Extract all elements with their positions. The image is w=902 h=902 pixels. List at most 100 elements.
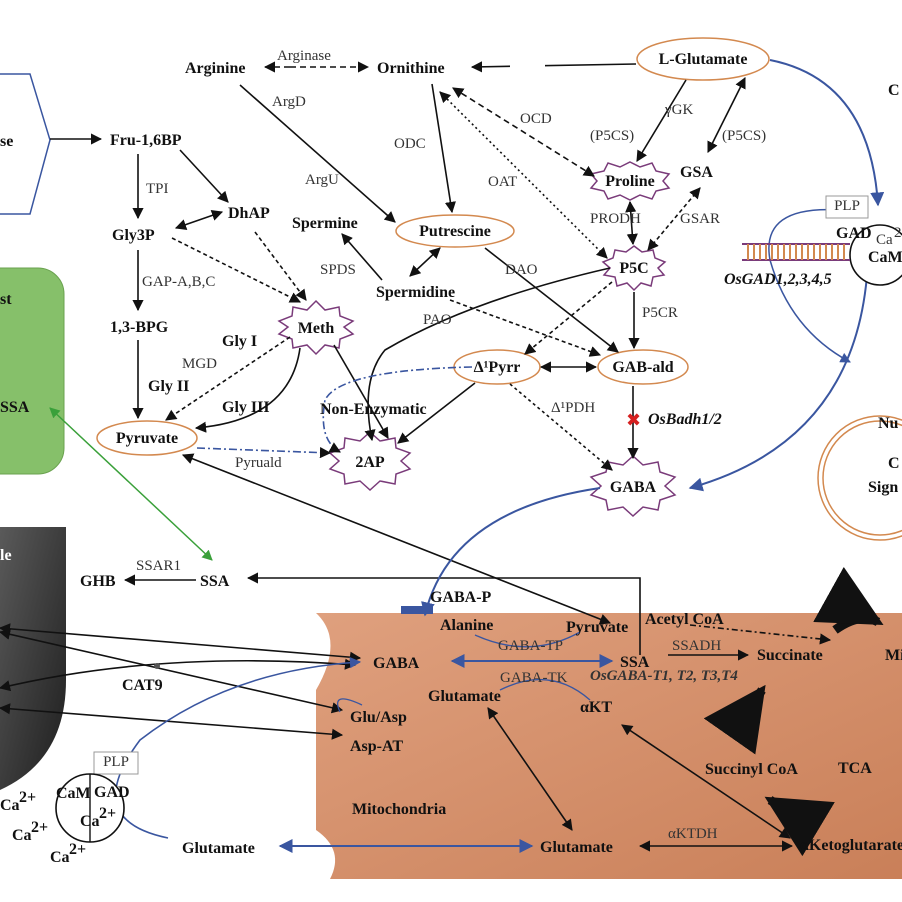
arrow-spermidine-gabald: [449, 299, 602, 357]
nucleus-c: C: [888, 455, 900, 472]
arrow-2ap-loop: [322, 366, 473, 453]
nucleus-sign: Sign: [868, 479, 898, 496]
node-gly3p: Gly3P: [112, 227, 155, 244]
node-bpg: 1,3-BPG: [110, 319, 169, 336]
enz-pyruald: Pyruald: [235, 455, 282, 471]
node-alanine: Alanine: [440, 617, 493, 634]
arrow-gaba-tp: [474, 631, 581, 648]
enz-p5cs-1: (P5CS): [590, 128, 634, 144]
arrow-gly3p-dhap: [174, 210, 224, 230]
node-putrescine: Putrescine: [419, 223, 491, 240]
arrow-spermidine-putrescine: [409, 247, 441, 277]
arrow-glumid-glutamate: [487, 707, 573, 831]
node-gly-ii: Gly II: [148, 378, 189, 395]
dark-region-text: le: [0, 547, 12, 564]
node-pyruvate2: Pyruvate: [566, 619, 628, 636]
arrow-meth-2ap: [333, 344, 389, 439]
arrow-gad-gaba: [688, 259, 869, 492]
arrow-p5c-2ap: [364, 267, 611, 442]
ca-label-4: Ca: [50, 849, 70, 866]
node-l-glutamate: L-Glutamate: [659, 51, 748, 68]
enz-ocd: OCD: [520, 111, 552, 127]
ca-label-3: Ca: [12, 827, 32, 844]
node-akt: αKT: [580, 699, 612, 716]
node-2ap: 2AP: [355, 454, 385, 471]
enz-ssadh: SSADH: [672, 638, 721, 654]
gab-ald-ellipse: [597, 349, 689, 385]
ca-label-2: Ca: [0, 797, 20, 814]
node-mi: Mi: [885, 647, 902, 664]
enz-mgd: MGD: [182, 356, 217, 372]
node-glutamate-left: Glutamate: [182, 840, 255, 857]
node-succinate: Succinate: [757, 647, 823, 664]
arrow-dhap-meth: [254, 231, 307, 301]
arrow-gad-left-gaba: [114, 657, 362, 839]
dna-rungs: [747, 244, 845, 260]
arrow-ssa-green: [49, 407, 213, 561]
tca-arrow-bottom: [764, 796, 835, 857]
enz-oat: OAT: [488, 174, 517, 190]
meth-star: [277, 299, 355, 356]
green-top-text: st: [0, 291, 12, 308]
arrow-ornithine-p5c: [439, 91, 608, 259]
arrow-akt-aketo: [621, 724, 791, 839]
enz-dao: DAO: [505, 262, 538, 278]
node-ghb: GHB: [80, 573, 116, 590]
arrow-putrescine-gabald: [484, 247, 619, 353]
enz-p5cr: P5CR: [642, 305, 678, 321]
nucleus-outer: [817, 415, 902, 541]
arrow-gaba-gabap: [421, 487, 601, 617]
node-pyruvate: Pyruvate: [116, 430, 178, 447]
gad-complex-left: [55, 751, 139, 843]
enz-aktdh: αKTDH: [668, 826, 718, 842]
enz-arginase: Arginase: [277, 48, 331, 64]
enz-gaba-tk: GABA-TK: [500, 670, 568, 686]
arrow-lglu-proline: [636, 79, 687, 162]
arrow-ssa-mito: [246, 572, 641, 655]
ca-label-1-sup: 2+: [99, 805, 116, 822]
node-fru16bp: Fru-1,6BP: [110, 132, 182, 149]
arrow-pyruvate-2ap: [196, 447, 332, 459]
node-hex-text: se: [0, 133, 13, 150]
arrow-fru-dhap: [179, 149, 229, 203]
enz-pao: PAO: [423, 312, 452, 328]
node-osbadh: OsBadh1/2: [648, 411, 722, 428]
node-meth: Meth: [298, 320, 335, 337]
enz-spds: SPDS: [320, 262, 356, 278]
arrow-arginine-putrescine: [239, 84, 396, 223]
enz-tpi: TPI: [146, 181, 169, 197]
arrow-cyto-asp-at: [0, 703, 344, 740]
plp-box-right: [825, 195, 869, 219]
right-c-text: C: [888, 82, 900, 99]
arrow-p5c-d1pyrr: [524, 281, 613, 355]
arrow-acetyl-succinate: [689, 624, 832, 645]
enz-prodh: PRODH: [590, 211, 641, 227]
node-d1pyrr: Δ¹Pyrr: [474, 359, 521, 376]
vacuole-region: [0, 527, 66, 790]
node-gly-i: Gly I: [222, 333, 257, 350]
node-cat9: CAT9: [122, 677, 163, 694]
node-gaba-p: GABA-P: [430, 589, 492, 606]
enz-d1pdh: Δ¹PDH: [551, 400, 595, 416]
chloroplast-region: [0, 267, 65, 475]
nucleus-inner: [822, 420, 902, 536]
enz-osgaba-t: OsGABA-T1, T2, T3,T4: [590, 668, 738, 684]
node-acetyl-coa: Acetyl CoA: [645, 611, 724, 628]
node-gaba: GABA: [610, 479, 657, 496]
node-dhap: DhAP: [228, 205, 270, 222]
node-cam-left: CaM: [56, 785, 91, 802]
arrow-spermidine-spermine: [341, 233, 383, 281]
node-non-enzymatic: Non-Enzymatic: [320, 401, 427, 418]
enz-gaba-tp: GABA-TP: [498, 638, 563, 654]
arrow-meth-pyruvate: [194, 347, 301, 433]
arrow-cyto-glu-loop: [336, 698, 363, 713]
node-glutamate-mid: Glutamate: [428, 688, 501, 705]
node-asp-at: Asp-AT: [350, 738, 403, 755]
arrow-lglu-ornithine: [470, 61, 637, 73]
node-tca: TCA: [838, 760, 872, 777]
enz-gap: GAP-A,B,C: [142, 274, 215, 290]
node-osgad: OsGAD1,2,3,4,5: [724, 271, 832, 288]
node-ssa2: SSA: [620, 654, 650, 671]
node-plp-right: PLP: [834, 198, 860, 214]
